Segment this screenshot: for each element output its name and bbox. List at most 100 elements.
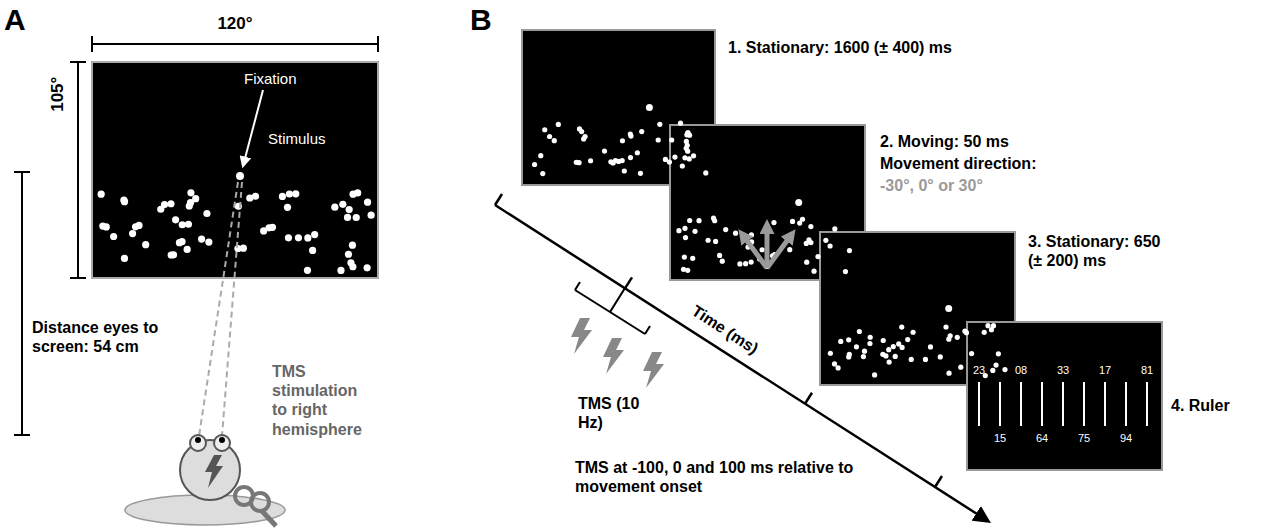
dot <box>712 218 717 223</box>
ruler-line <box>1062 382 1064 426</box>
dot <box>893 354 898 359</box>
axis-tick <box>805 393 812 404</box>
dot <box>309 247 316 254</box>
ruler-number: 15 <box>986 432 1014 445</box>
dot <box>635 150 640 155</box>
dot <box>279 193 286 200</box>
dot <box>928 344 933 349</box>
dot <box>538 153 543 158</box>
dot <box>683 235 688 240</box>
dot <box>344 214 351 221</box>
dot <box>993 363 998 368</box>
dot <box>349 242 356 249</box>
dot <box>179 221 186 228</box>
dot <box>620 138 625 143</box>
dot <box>656 137 661 142</box>
ruler-number: 17 <box>1091 364 1119 377</box>
dot <box>613 158 618 163</box>
dot <box>857 329 862 334</box>
dot <box>923 357 928 362</box>
stimulation-label: TMS stimulation to right hemisphere <box>272 362 376 439</box>
dot <box>703 170 708 175</box>
dot <box>847 248 852 253</box>
dot <box>1002 367 1007 372</box>
dot <box>690 256 695 261</box>
dot <box>861 354 866 359</box>
ruler-line <box>978 382 980 426</box>
ruler-number: 75 <box>1070 432 1098 445</box>
dot <box>292 190 299 197</box>
sight-line <box>199 182 238 436</box>
dot <box>142 241 149 248</box>
dot <box>577 126 582 131</box>
dimension-label: Distance eyes to screen: 54 cm <box>32 318 174 356</box>
dot <box>806 237 811 242</box>
dot <box>678 121 683 126</box>
dot <box>771 220 776 225</box>
dot <box>823 238 828 243</box>
dot <box>883 353 888 358</box>
dot <box>628 155 633 160</box>
dot <box>938 354 943 359</box>
dot <box>556 122 561 127</box>
dot <box>886 347 891 352</box>
ruler-number: 94 <box>1112 432 1140 445</box>
bracket-tick <box>610 288 625 312</box>
dot <box>846 337 851 342</box>
step-label: 1. Stationary: 1600 (± 400) ms <box>728 38 1048 57</box>
step-label: 4. Ruler <box>1171 396 1259 415</box>
dot <box>295 234 302 241</box>
dot <box>868 335 873 340</box>
dimension-label: 105° <box>48 64 68 124</box>
tms-label: TMS (10 Hz) <box>578 394 668 432</box>
dot <box>713 239 718 244</box>
dot <box>657 122 662 127</box>
dot <box>787 247 792 252</box>
pupil <box>219 437 225 443</box>
dot <box>832 361 837 366</box>
dot <box>167 200 174 207</box>
dot <box>835 365 840 370</box>
dot <box>838 339 843 344</box>
dot <box>804 260 809 265</box>
dot <box>905 337 910 342</box>
dot <box>540 171 545 176</box>
dot <box>811 269 816 274</box>
eye <box>190 435 206 451</box>
axis-tick <box>935 476 942 487</box>
dot <box>749 259 754 264</box>
dot <box>733 231 738 236</box>
dot <box>129 230 136 237</box>
dot <box>867 341 872 346</box>
dot <box>681 267 686 272</box>
dot <box>620 158 625 163</box>
dot <box>628 131 633 136</box>
direction-label: -30°, 0° or 30° <box>880 176 1120 195</box>
dot <box>364 264 371 271</box>
dot <box>706 238 711 243</box>
dot <box>98 191 105 198</box>
dot <box>682 226 687 231</box>
dot <box>982 330 987 335</box>
ruler-line <box>1125 382 1127 426</box>
dot <box>964 330 969 335</box>
dot <box>676 228 681 233</box>
dot <box>887 360 892 365</box>
dot <box>286 190 293 197</box>
ruler-number: 33 <box>1049 364 1077 377</box>
dimension-tick <box>377 36 379 52</box>
dimension-tick <box>70 277 86 279</box>
dot <box>582 134 587 139</box>
dot <box>985 323 990 328</box>
fixation-dot <box>646 104 653 111</box>
panel-letter: A <box>4 2 44 38</box>
ruler-line <box>1083 382 1085 426</box>
dot <box>899 324 904 329</box>
dot <box>304 267 311 274</box>
axis-ticks <box>495 194 942 487</box>
dot <box>121 255 128 262</box>
dot <box>203 210 210 217</box>
screen-label: Stimulus <box>268 130 358 147</box>
dot <box>696 218 701 223</box>
direction-arrow <box>742 234 767 268</box>
